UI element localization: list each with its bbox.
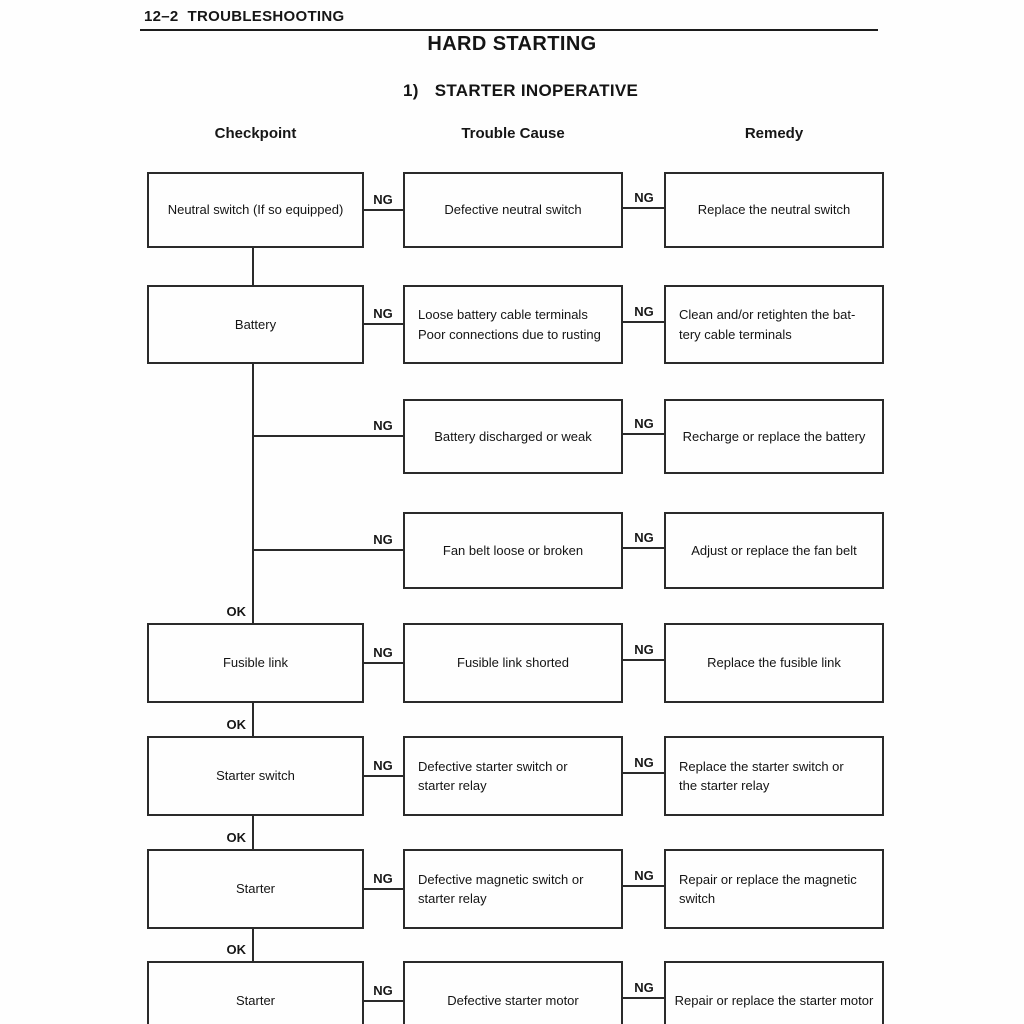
ng-label: NG — [373, 306, 393, 321]
ok-label: OK — [226, 942, 247, 957]
remedy-box: Replace the neutral switch — [664, 172, 884, 248]
ng-label: NG — [373, 418, 393, 433]
connector-line — [364, 1000, 403, 1002]
section-title: STARTER INOPERATIVE — [434, 81, 639, 100]
connector-line — [623, 997, 664, 999]
trouble-cause-box: Defective starter switch or starter rela… — [403, 736, 623, 816]
remedy-box: Repair or replace the magnetic switch — [664, 849, 884, 929]
header-rule — [140, 29, 878, 31]
ok-label: OK — [226, 604, 247, 619]
trunk-line — [252, 703, 254, 736]
section-heading: 1) STARTER INOPERATIVE — [403, 81, 638, 101]
checkpoint-box: Neutral switch (If so equipped) — [147, 172, 364, 248]
trouble-cause-box: Defective magnetic switch or starter rel… — [403, 849, 623, 929]
ng-label: NG — [373, 192, 393, 207]
remedy-box: Adjust or replace the fan belt — [664, 512, 884, 589]
column-header-trouble-cause: Trouble Cause — [461, 125, 565, 142]
connector-line — [364, 323, 403, 325]
section-number: 1) — [403, 81, 419, 100]
connector-line — [623, 207, 664, 209]
checkpoint-box: Battery — [147, 285, 364, 364]
ng-label: NG — [373, 645, 393, 660]
checkpoint-box: Starter switch — [147, 736, 364, 816]
page-header: 12–2 TROUBLESHOOTING — [144, 8, 345, 25]
connector-line — [623, 547, 664, 549]
ok-label: OK — [226, 717, 247, 732]
ok-label: OK — [226, 830, 247, 845]
checkpoint-box: Starter — [147, 849, 364, 929]
connector-line — [623, 659, 664, 661]
checkpoint-box: Starter — [147, 961, 364, 1024]
trouble-cause-box: Battery discharged or weak — [403, 399, 623, 474]
ng-label: NG — [634, 304, 654, 319]
remedy-box: Replace the starter switch or the starte… — [664, 736, 884, 816]
trouble-cause-box: Fusible link shorted — [403, 623, 623, 703]
remedy-box: Clean and/or retighten the bat- tery cab… — [664, 285, 884, 364]
ng-label: NG — [634, 755, 654, 770]
trunk-line — [252, 248, 254, 285]
ng-label: NG — [373, 758, 393, 773]
connector-line — [364, 888, 403, 890]
ng-label: NG — [634, 416, 654, 431]
ng-label: NG — [373, 871, 393, 886]
ng-label: NG — [634, 642, 654, 657]
trunk-line — [252, 929, 254, 961]
trouble-cause-box: Defective neutral switch — [403, 172, 623, 248]
branch-line — [253, 435, 403, 437]
connector-line — [364, 775, 403, 777]
connector-line — [364, 662, 403, 664]
trouble-cause-box: Defective starter motor — [403, 961, 623, 1024]
branch-line — [253, 549, 403, 551]
connector-line — [623, 885, 664, 887]
ng-label: NG — [634, 980, 654, 995]
connector-line — [364, 209, 403, 211]
trouble-cause-box: Loose battery cable terminals Poor conne… — [403, 285, 623, 364]
remedy-box: Recharge or replace the battery — [664, 399, 884, 474]
ng-label: NG — [634, 530, 654, 545]
checkpoint-box: Fusible link — [147, 623, 364, 703]
trunk-line — [252, 816, 254, 849]
connector-line — [623, 321, 664, 323]
remedy-box: Repair or replace the starter motor — [664, 961, 884, 1024]
connector-line — [623, 433, 664, 435]
remedy-box: Replace the fusible link — [664, 623, 884, 703]
ng-label: NG — [634, 190, 654, 205]
ng-label: NG — [373, 983, 393, 998]
column-header-remedy: Remedy — [744, 125, 804, 142]
page-title: HARD STARTING — [427, 33, 597, 55]
connector-line — [623, 772, 664, 774]
trunk-line — [252, 364, 254, 623]
trouble-cause-box: Fan belt loose or broken — [403, 512, 623, 589]
column-header-checkpoint: Checkpoint — [214, 125, 297, 142]
ng-label: NG — [634, 868, 654, 883]
ng-label: NG — [373, 532, 393, 547]
